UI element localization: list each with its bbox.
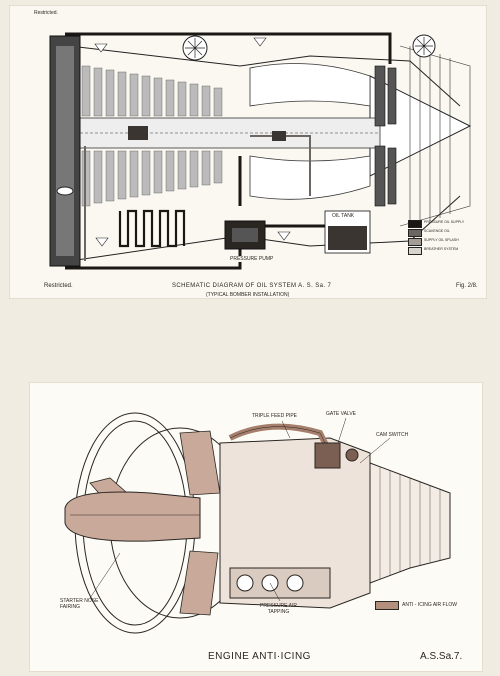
pressure-pump-label: PRESSURE PUMP [230, 256, 274, 262]
oil-tank-label: OIL TANK [332, 213, 355, 219]
legend-entry: SCAVENGE OIL [408, 228, 484, 237]
starter-nose-fairing-label: STARTER NOSE FAIRING [60, 598, 99, 610]
legend-swatch [408, 238, 422, 246]
triple-feed-pipe-label: TRIPLE FEED PIPE [252, 413, 298, 419]
oil-system-diagram [49, 32, 472, 270]
gate-valve-label: GATE VALVE [326, 411, 357, 417]
restricted-bottom-label: Restricted. [44, 283, 73, 289]
legend-label: SUPPLY OIL SPLASH [424, 238, 459, 242]
legend-entry: PRESSURE OIL SUPPLY [408, 219, 484, 228]
legend-label: PRESSURE OIL SUPPLY [424, 220, 465, 224]
pressure-air-tapping-label: PRESSURE AIR TAPPING [260, 603, 297, 615]
anti-icing-title: ENGINE ANTI·ICING [208, 651, 311, 662]
figure-number: Fig. 2/8. [456, 283, 478, 289]
legend-label: SCAVENGE OIL [424, 229, 450, 233]
legend-entry: BREATHER SYSTEM [408, 246, 484, 255]
legend-swatch [408, 247, 422, 255]
legend-swatch [408, 229, 422, 237]
legend-label: BREATHER SYSTEM [424, 247, 459, 251]
anti-icing-sheet: TRIPLE FEED PIPE GATE VALVE CAM SWITCH S… [30, 383, 482, 671]
cam-switch-label: CAM SWITCH [376, 432, 409, 438]
oil-system-schematic-sheet: Restricted. [10, 6, 486, 298]
restricted-top-label: Restricted. [34, 10, 58, 16]
anti-icing-legend-swatch [375, 601, 399, 610]
anti-icing-code: A.S.Sa.7. [420, 651, 463, 662]
anti-icing-engine-illustration [64, 412, 451, 634]
legend-swatch [408, 220, 422, 228]
legend-entry: SUPPLY OIL SPLASH [408, 237, 484, 246]
schematic-subtitle: (TYPICAL BOMBER INSTALLATION) [206, 292, 290, 298]
schematic-title: SCHEMATIC DIAGRAM OF OIL SYSTEM A. S. Sa… [172, 283, 332, 289]
anti-icing-legend-label: ANTI - ICING AIR FLOW [402, 602, 458, 608]
